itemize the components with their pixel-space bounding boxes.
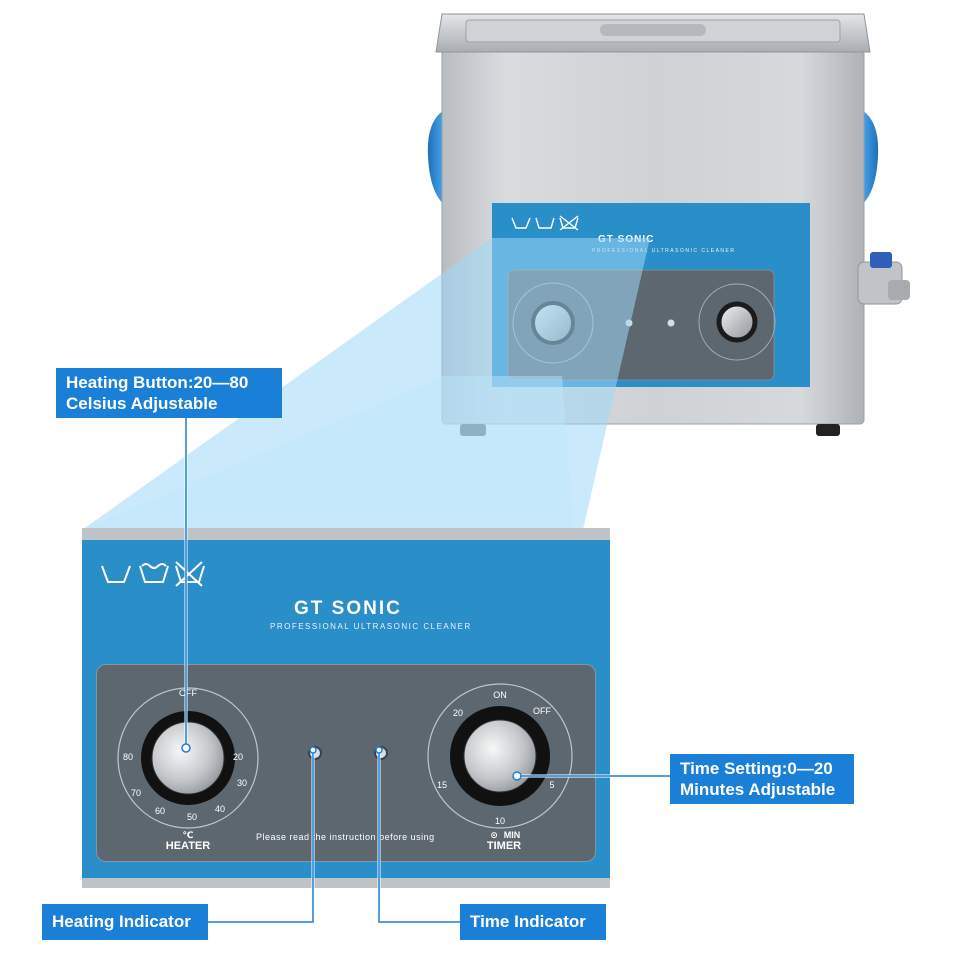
timer-tick-on: ON [493, 690, 507, 700]
instruction-text: Please read the instruction before using [256, 832, 435, 842]
small-brand-subtitle: PROFESSIONAL ULTRASONIC CLEANER [592, 248, 736, 254]
heating-button-callout-line2: Celsius Adjustable [66, 394, 218, 413]
timer-label: TIMER [486, 840, 522, 852]
heater-tick-off: OFF [179, 688, 197, 698]
heating-button-callout: Heating Button:20—80 Celsius Adjustable [56, 368, 282, 418]
heater-knob [151, 721, 225, 795]
heater-unit: ℃ [182, 830, 194, 840]
heating-button-callout-line1: Heating Button:20—80 [66, 373, 249, 392]
time-indicator-callout: Time Indicator [460, 904, 606, 940]
time-setting-callout: Time Setting:0—20 Minutes Adjustable [670, 754, 854, 804]
heater-label: HEATER [165, 840, 211, 852]
timer-unit: MIN [503, 830, 521, 840]
timer-tick-10: 10 [495, 816, 505, 826]
timer-tick-5: 5 [549, 780, 554, 790]
heater-dial: OFF 20 30 40 50 60 70 80 [117, 687, 259, 829]
time-setting-callout-line1: Time Setting:0—20 [680, 759, 833, 778]
timer-unit-icon: ⊙ [490, 830, 498, 840]
heater-tick-40: 40 [215, 804, 225, 814]
heating-indicator-callout: Heating Indicator [42, 904, 208, 940]
time-indicator-callout-text: Time Indicator [470, 912, 586, 931]
heater-tick-30: 30 [237, 778, 247, 788]
wash-tub-icon-small [535, 217, 555, 229]
heater-tick-70: 70 [131, 788, 141, 798]
heater-tick-80: 80 [123, 752, 133, 762]
heater-tick-20: 20 [233, 752, 243, 762]
time-setting-callout-line2: Minutes Adjustable [680, 780, 836, 799]
no-wash-icon [175, 561, 205, 587]
wash-tub-icon [139, 563, 169, 583]
brand-title: GT SONIC [294, 598, 402, 619]
timer-tick-20: 20 [453, 708, 463, 718]
heater-tick-50: 50 [187, 812, 197, 822]
care-symbols [101, 561, 205, 587]
hand-wash-icon [101, 565, 131, 583]
hand-wash-icon-small [511, 217, 531, 229]
brand-subtitle: PROFESSIONAL ULTRASONIC CLEANER [270, 622, 472, 631]
heating-indicator-callout-text: Heating Indicator [52, 912, 191, 931]
timer-tick-15: 15 [437, 780, 447, 790]
heater-tick-60: 60 [155, 806, 165, 816]
no-wash-icon-small [559, 215, 579, 231]
timer-tick-off: OFF [533, 706, 551, 716]
